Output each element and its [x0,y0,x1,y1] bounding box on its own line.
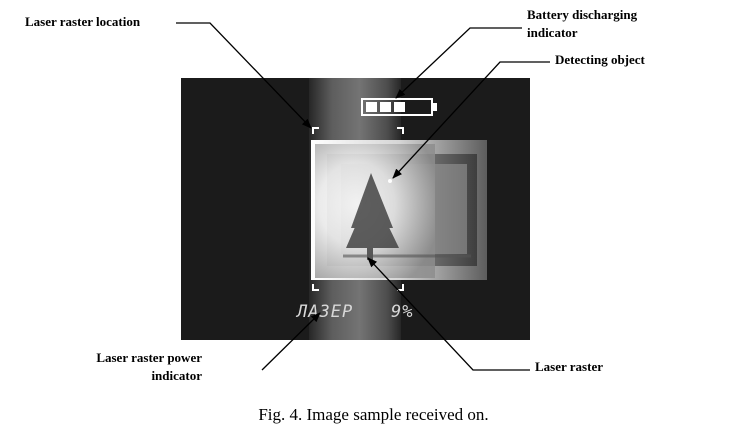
label-battery-line1: Battery discharging [527,7,638,22]
arrow-battery-indicator [395,27,522,99]
tree-drawing [346,173,399,260]
label-power-indicator: Laser raster power indicator [60,349,202,385]
figure-caption: Fig. 4. Image sample received on. [258,405,489,424]
label-laser-raster-location: Laser raster location [25,14,141,29]
arrow-laser-raster-location [176,22,312,129]
battery-icon [361,98,437,116]
laser-power-value: 9% [391,302,414,322]
label-laser-raster: Laser raster [535,359,603,374]
night-vision-image: ЛАЗЕР 9% [181,78,530,340]
arrow-detecting-object [392,61,550,179]
arrow-power-indicator [261,312,321,371]
label-power-line1: Laser raster power [96,350,202,365]
label-power-line2: indicator [151,368,202,383]
detecting-object-dot [388,179,392,183]
night-vision-scene [181,78,530,340]
label-battery-indicator: Battery discharging indicator [527,6,637,42]
label-battery-line2: indicator [527,25,578,40]
arrow-laser-raster [367,257,530,371]
raster-corner-marks [312,127,404,291]
label-detecting-object: Detecting object [555,52,645,67]
